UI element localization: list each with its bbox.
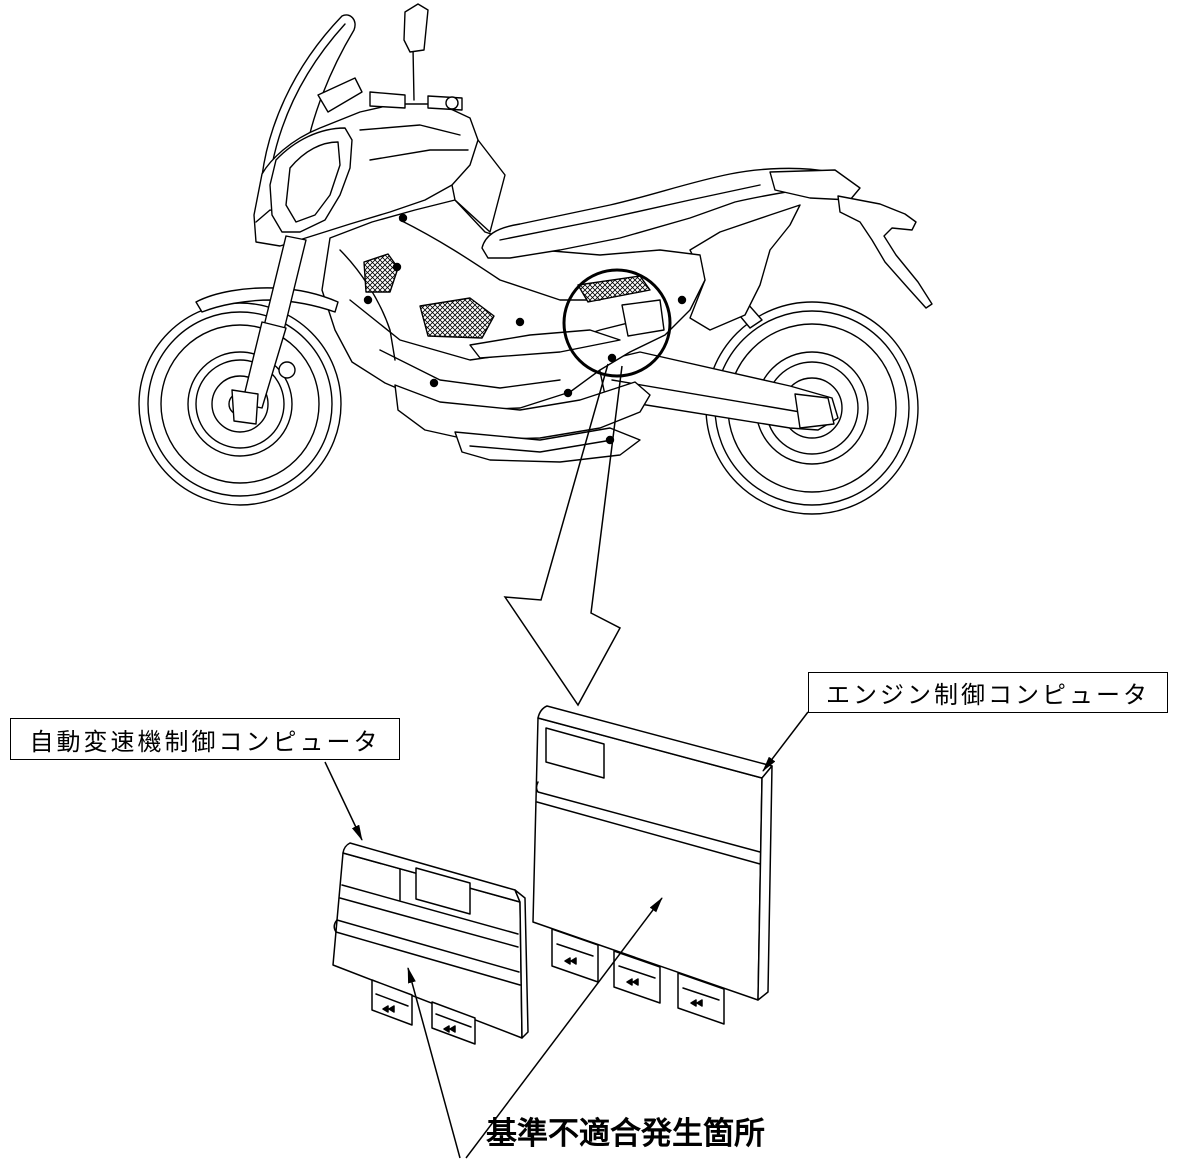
engine-ecu-connector-3-step — [682, 987, 720, 1001]
front-side-wing-panel — [269, 127, 353, 233]
bolt — [398, 213, 408, 223]
engine-ecu-connector-2 — [613, 950, 661, 1004]
bolt — [607, 353, 617, 363]
transmission-ecu-rib-2 — [339, 897, 519, 948]
left-grip — [369, 91, 406, 109]
engine-ecu-connector-1-step — [556, 943, 594, 957]
front-tire-inner — [147, 311, 333, 497]
ecu-mount-bracket — [621, 299, 665, 337]
engine-ecu-label-text: エンジン制御コンピュータ — [826, 681, 1150, 709]
mirror-stalk — [412, 47, 415, 101]
transmission-ecu-label-text: 自動変速機制御コンピュータ — [29, 727, 381, 756]
side-grille-front — [363, 253, 399, 293]
rear-subframe-cover — [689, 204, 801, 331]
front-fork-upper — [263, 235, 307, 331]
seat — [481, 167, 839, 259]
front-hub — [211, 375, 269, 433]
engine-ecu-ridge-upper — [535, 781, 761, 853]
nonconformity-location-label: 基準不適合発生箇所 — [486, 1116, 765, 1152]
front-disc-inner — [195, 359, 285, 449]
transmission-ecu-rib-1 — [341, 884, 519, 935]
front-brake-caliper — [231, 389, 259, 425]
body-seam-lower — [379, 349, 561, 389]
mirror-head — [403, 3, 429, 53]
connector-mark — [690, 999, 703, 1007]
engine-ecu-top-face — [537, 705, 773, 779]
bolt — [515, 317, 525, 327]
transmission-ecu-connector-1 — [371, 979, 413, 1026]
motorcycle-illustration — [138, 3, 933, 515]
bolt — [677, 295, 687, 305]
bolt — [363, 295, 373, 305]
engine-ecu-label: エンジン制御コンピュータ — [808, 672, 1168, 713]
front-fork-lower — [241, 321, 287, 409]
connector-mark — [626, 978, 639, 986]
bolt — [429, 378, 439, 388]
engine-detail-line — [469, 439, 613, 453]
windscreen — [261, 14, 356, 177]
front-side-wing-inner — [285, 141, 341, 223]
engine-ecu-unit — [532, 705, 773, 1025]
bar-end — [445, 96, 459, 110]
engine-ecu-label-plate — [545, 727, 605, 779]
connector-mark — [564, 957, 577, 965]
side-grille-main — [419, 297, 495, 339]
rear-fender-license-bracket — [837, 195, 933, 309]
fork-adjuster — [278, 361, 296, 379]
transmission-ecu-connector-2 — [431, 1001, 476, 1045]
engine-ecu-leader-line — [762, 711, 809, 772]
swingarm-line — [611, 379, 813, 415]
transmission-ecu-connector-2-step — [435, 1013, 472, 1028]
transmission-ecu-unit — [332, 842, 529, 1045]
engine-ecu-side-face — [757, 765, 773, 1001]
windscreen-edge-line — [271, 23, 346, 166]
engine-bottom — [454, 427, 641, 463]
transmission-ecu-rib-3 — [333, 919, 521, 986]
engine-ecu-connector-2-step — [618, 965, 656, 979]
transmission-ecu-label-plate — [415, 867, 471, 915]
bolt — [392, 262, 402, 272]
body-seam-upper — [399, 219, 601, 301]
transmission-ecu-rib-4 — [336, 919, 520, 973]
bolt — [563, 388, 573, 398]
rear-brake-caliper — [794, 393, 835, 429]
highlight-circle — [562, 268, 672, 378]
connector-mark — [382, 1005, 395, 1013]
cowl-seam — [359, 124, 469, 161]
front-fender — [195, 287, 339, 313]
footboard — [469, 329, 621, 359]
side-grille-rear — [577, 275, 651, 303]
nonconformity-leader-left — [407, 967, 461, 1159]
engine-ecu-connector-3 — [677, 972, 725, 1025]
engine-ecu-ridge-lower — [536, 801, 761, 865]
lower-belly-panel — [394, 381, 651, 441]
transmission-ecu-label: 自動変速機制御コンピュータ — [10, 718, 400, 760]
connector-mark — [443, 1025, 456, 1033]
windscreen-bracket — [317, 77, 363, 113]
transmission-ecu-connector-1-step — [375, 993, 409, 1007]
front-disc-outer — [187, 351, 293, 457]
transmission-ecu-side-face — [514, 889, 529, 1039]
front-rim — [160, 324, 320, 484]
transmission-ecu-leader-line — [324, 761, 363, 841]
tail-light — [769, 169, 861, 201]
enlarge-arrow — [503, 363, 623, 707]
seat-seam — [499, 184, 761, 241]
nonconformity-leader-right — [465, 897, 663, 1159]
